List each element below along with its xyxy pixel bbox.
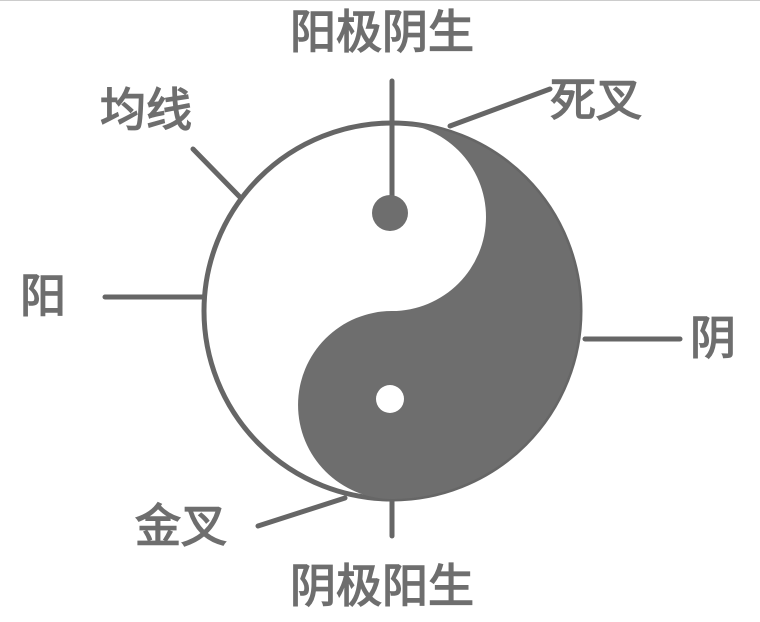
label-death-cross: 死叉	[550, 73, 642, 127]
yang-dot	[376, 385, 404, 413]
yin-region	[298, 123, 580, 499]
label-moving-average: 均线	[100, 83, 192, 137]
label-bottom: 阴极阳生	[290, 559, 474, 613]
golden-cross-pointer-line	[255, 495, 348, 529]
death-cross-pointer-line	[447, 86, 553, 129]
label-yin: 阴	[690, 311, 736, 365]
label-yang: 阳	[20, 269, 66, 323]
label-golden-cross: 金叉	[135, 499, 227, 553]
label-top: 阳极阴生	[290, 5, 474, 59]
yin-dot	[372, 195, 408, 231]
